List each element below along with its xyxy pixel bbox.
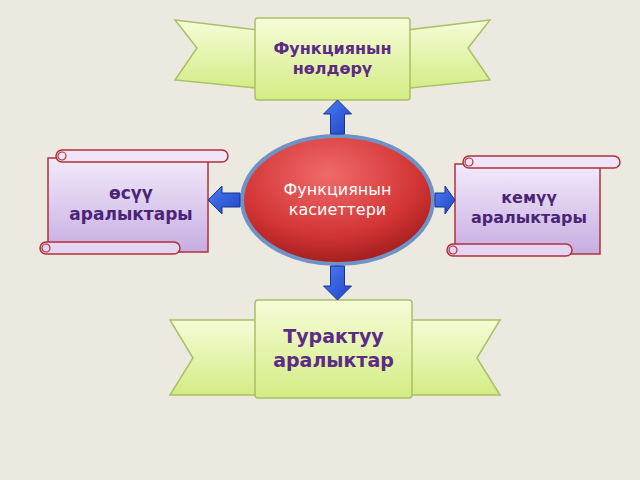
- diagram-node: Функциянын касиеттери: [240, 134, 435, 266]
- diagram-node: кемүү аралыктары: [455, 158, 600, 254]
- block-arrow: [208, 186, 240, 214]
- node-label: Функциянын касиеттери: [265, 154, 410, 246]
- node-label: Турактуу аралыктар: [255, 300, 412, 398]
- node-label: өсүү аралыктары: [56, 164, 206, 244]
- diagram-node: Функциянын нөлдөрү: [255, 18, 410, 100]
- node-label: Функциянын нөлдөрү: [255, 18, 410, 100]
- node-label: кемүү аралыктары: [461, 170, 597, 246]
- block-arrow: [324, 100, 352, 134]
- block-arrow: [435, 186, 455, 214]
- diagram-node: Турактуу аралыктар: [255, 300, 412, 398]
- block-arrow: [324, 266, 352, 300]
- diagram-node: өсүү аралыктары: [48, 152, 208, 252]
